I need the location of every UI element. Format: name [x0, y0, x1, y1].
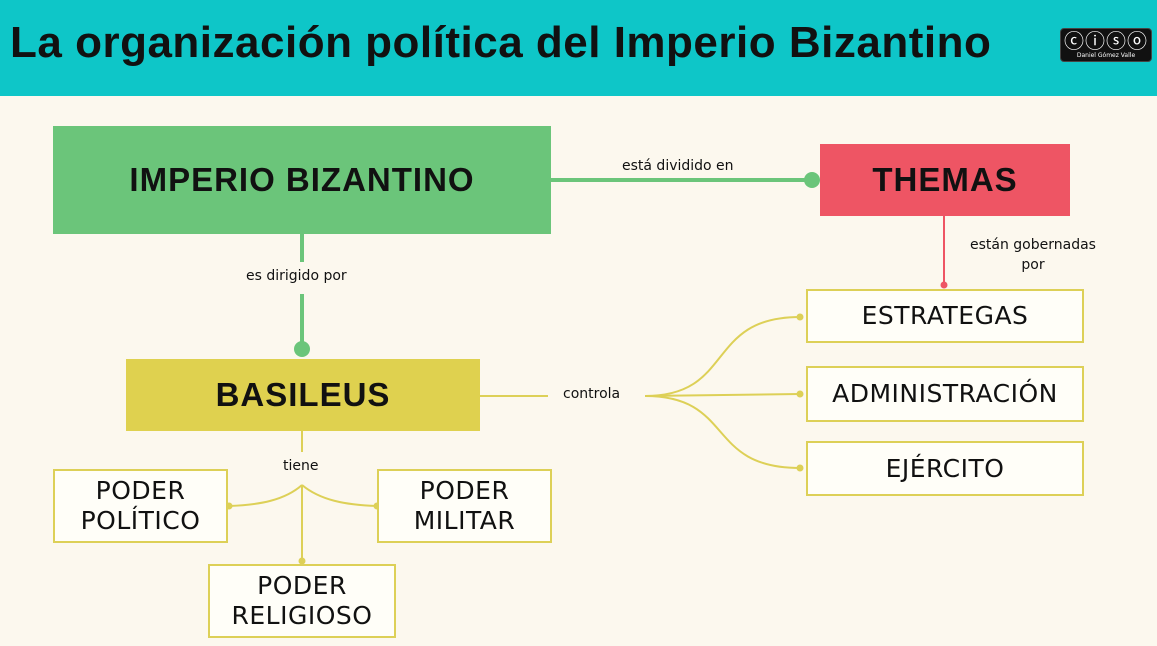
connector-dot-estrategas: [940, 281, 948, 289]
node-poder-militar[interactable]: PODER MILITAR: [377, 469, 552, 543]
node-estrategas[interactable]: ESTRATEGAS: [806, 289, 1084, 343]
connector-controla-administracion: [644, 393, 801, 397]
header-bar: La organización política del Imperio Biz…: [0, 0, 1157, 96]
connector-dot-basileus: [294, 341, 310, 357]
cc-license-icon: ⓒⓘⓢⓞ: [1064, 29, 1148, 53]
label-esta-dividido-en: está dividido en: [622, 158, 734, 174]
license-author: Daniel Gómez Valle: [1076, 52, 1136, 59]
creative-commons-badge[interactable]: ⓒⓘⓢⓞ Daniel Gómez Valle: [1060, 28, 1152, 62]
connector-controla-ejercito: [644, 395, 801, 469]
label-es-dirigido-por: es dirigido por: [246, 268, 347, 284]
node-administracion[interactable]: ADMINISTRACIÓN: [806, 366, 1084, 422]
node-ejercito[interactable]: EJÉRCITO: [806, 441, 1084, 496]
node-imperio-bizantino[interactable]: IMPERIO BIZANTINO: [53, 126, 551, 234]
node-poder-politico[interactable]: PODER POLÍTICO: [53, 469, 228, 543]
node-themas[interactable]: THEMAS: [820, 144, 1070, 216]
label-tiene: tiene: [283, 458, 319, 474]
connector-dot-themas: [804, 172, 820, 188]
connector-controla-estrategas: [644, 316, 801, 397]
connector-tiene-politico: [228, 484, 303, 507]
node-basileus[interactable]: BASILEUS: [126, 359, 480, 431]
connector-tiene-militar: [301, 484, 378, 507]
label-controla: controla: [563, 386, 621, 402]
page-title: La organización política del Imperio Biz…: [10, 18, 992, 67]
label-estan-gobernadas-por: están gobernadas por: [970, 237, 1096, 273]
node-poder-religioso[interactable]: PODER RELIGIOSO: [208, 564, 396, 638]
